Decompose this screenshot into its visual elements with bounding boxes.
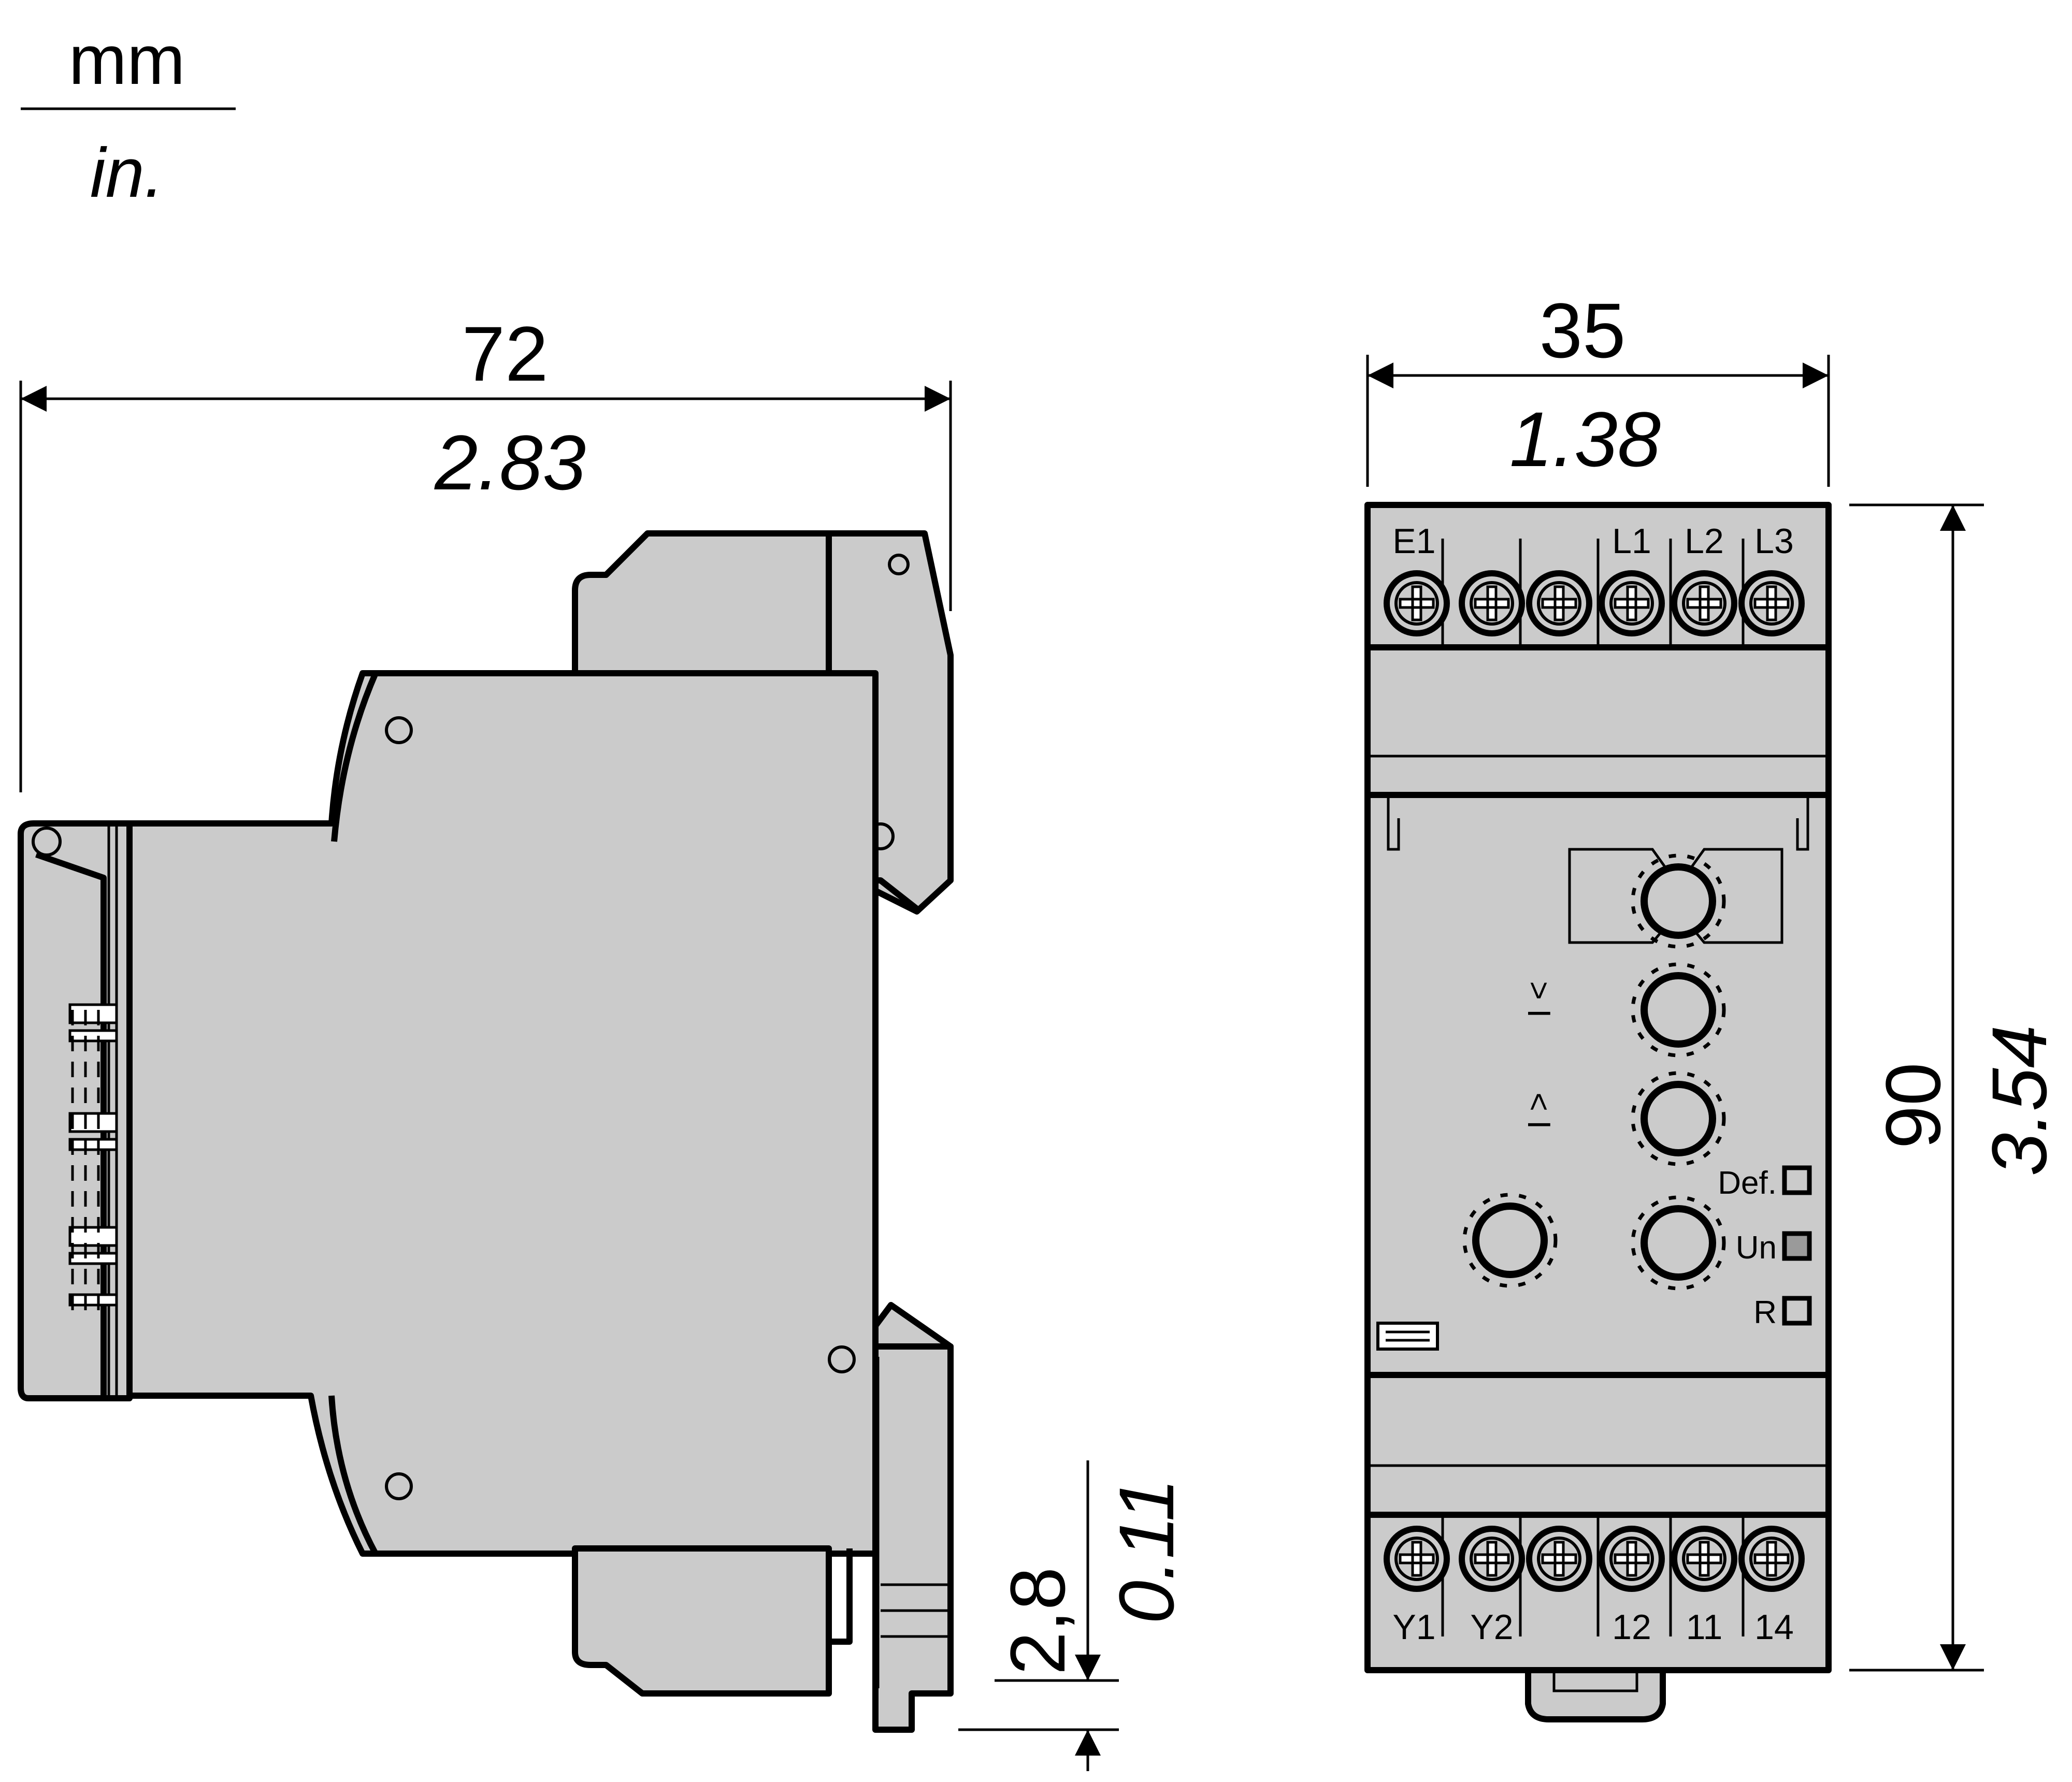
unit-inch: in. <box>90 134 164 212</box>
width-in: 1.38 <box>1509 396 1661 483</box>
width-dimension: 35 1.38 <box>1366 287 1830 487</box>
terminal-label-e1: E1 <box>1392 521 1435 561</box>
housing-curve <box>328 1395 379 1555</box>
terminal-screw <box>1742 1529 1802 1589</box>
terminal-label-l2: L2 <box>1685 521 1724 561</box>
front-latch-tab <box>1525 1667 1666 1722</box>
led-label-un: Un <box>1736 1230 1777 1266</box>
terminal-screw <box>1529 573 1589 633</box>
upper-clip <box>572 530 832 676</box>
terminal-screw <box>1529 1529 1589 1589</box>
front-view: E1 L1 L2 L3 > I < I Def. Un R <box>1364 502 1832 1722</box>
terminal-slots <box>68 1003 118 1307</box>
front-screw <box>32 827 62 857</box>
offset-dimension: 2,8 0.11 <box>958 1460 1190 1771</box>
front-housing <box>1364 502 1832 1673</box>
rail-hole <box>888 554 910 575</box>
height-dimension: 90 3.54 <box>1849 503 2063 1672</box>
led-label-r: R <box>1753 1295 1777 1330</box>
housing-hole <box>385 716 413 744</box>
width-mm: 35 <box>1539 287 1626 374</box>
length-mm: 72 <box>462 310 549 397</box>
led-un <box>1782 1231 1812 1261</box>
terminal-label-11: 11 <box>1686 1607 1723 1647</box>
front-face-edge <box>35 851 107 1398</box>
label-holder <box>1376 1322 1439 1351</box>
terminal-screw <box>1602 1529 1662 1589</box>
terminal-screw <box>1742 573 1802 633</box>
terminal-screw <box>1387 573 1447 633</box>
housing-hole <box>385 1472 413 1500</box>
terminal-screw <box>1602 573 1662 633</box>
terminal-screw <box>1462 1529 1522 1589</box>
terminal-screw <box>1462 573 1522 633</box>
terminal-label-l1: L1 <box>1612 521 1651 561</box>
under-current-label: < I <box>1521 1093 1557 1129</box>
housing-curve <box>331 672 379 842</box>
lower-clip <box>572 1545 832 1697</box>
housing-hole <box>828 1345 856 1373</box>
terminal-label-y2: Y2 <box>1470 1607 1513 1647</box>
offset-mm: 2,8 <box>994 1567 1081 1675</box>
terminal-screw <box>1387 1529 1447 1589</box>
latch-ribs <box>876 1357 948 1688</box>
led-r <box>1782 1296 1812 1326</box>
side-view <box>18 530 954 1733</box>
front-latch-slot <box>1552 1670 1638 1692</box>
unit-mm: mm <box>69 21 185 99</box>
terminal-screw <box>1674 1529 1734 1589</box>
over-current-label: > I <box>1521 981 1557 1018</box>
cover-clips <box>1387 795 1809 851</box>
front-face <box>18 820 133 1401</box>
length-dimension: 72 2.83 <box>19 310 952 792</box>
terminal-label-14: 14 <box>1754 1607 1794 1647</box>
terminal-label-l3: L3 <box>1754 521 1794 561</box>
terminal-label-12: 12 <box>1612 1607 1651 1647</box>
height-in: 3.54 <box>1976 1025 2063 1176</box>
housing <box>124 670 879 1557</box>
lower-clip-notch <box>826 1548 853 1668</box>
label-holder-lines <box>1386 1330 1430 1342</box>
height-mm: 90 <box>1869 1063 1956 1149</box>
led-def <box>1782 1165 1812 1195</box>
unit-legend: mm in. <box>21 21 236 212</box>
terminal-label-y1: Y1 <box>1392 1607 1435 1647</box>
terminal-screw <box>1674 573 1734 633</box>
din-latch <box>872 1343 954 1733</box>
latch-tip <box>872 1302 954 1350</box>
led-label-def: Def. <box>1718 1165 1777 1201</box>
length-in: 2.83 <box>434 419 586 506</box>
offset-in: 0.11 <box>1103 1479 1190 1624</box>
